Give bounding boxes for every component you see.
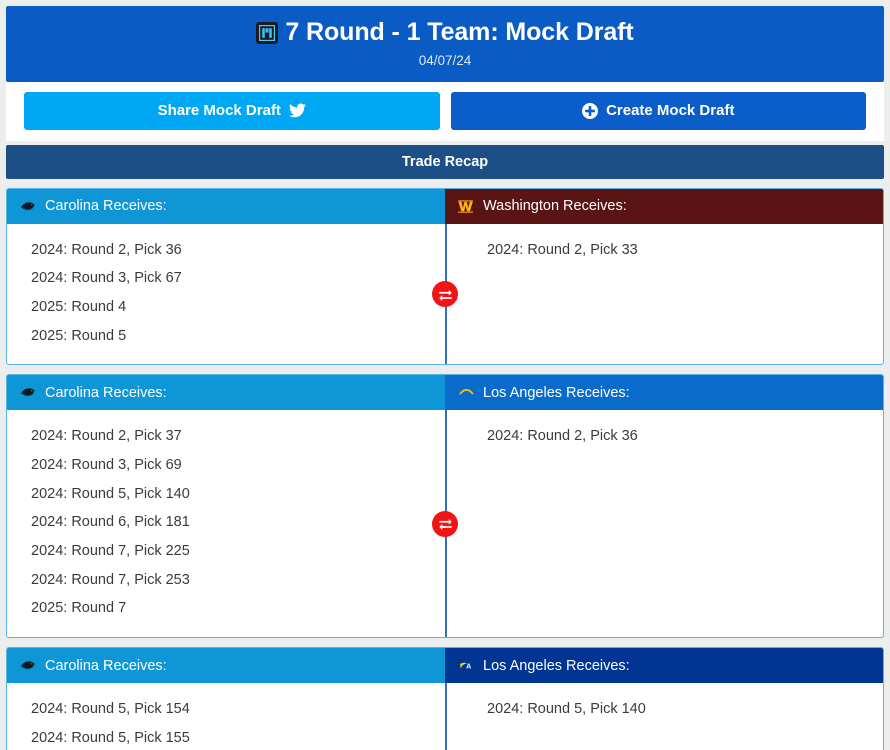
trade-team-header-right: A Los Angeles Receives: xyxy=(445,648,883,684)
trade-team-label: Los Angeles Receives: xyxy=(483,657,630,674)
commanders-w-logo-icon xyxy=(457,197,476,216)
pick-item: 2024: Round 5, Pick 140 xyxy=(487,701,646,718)
trade-card-body: 2024: Round 2, Pick 36 2024: Round 3, Pic… xyxy=(7,223,883,365)
trade-card: Carolina Receives: Los Angeles Receives: 2… xyxy=(6,374,884,639)
trade-team-header-right: Washington Receives: xyxy=(445,188,883,224)
trade-card-header: Carolina Receives: Los Angeles Receives: xyxy=(7,375,883,411)
pick-item: 2024: Round 5, Pick 155 xyxy=(31,729,190,746)
trade-card-header: Carolina Receives: A Los Angeles Receives: xyxy=(7,648,883,684)
panthers-logo-icon xyxy=(19,197,38,216)
share-mock-draft-button[interactable]: Share Mock Draft xyxy=(24,91,440,130)
pick-item: 2024: Round 2, Pick 33 xyxy=(487,241,638,258)
exchange-arrows-icon xyxy=(438,516,453,531)
pick-item: 2024: Round 2, Pick 36 xyxy=(487,428,638,445)
trade-team-header-right: Los Angeles Receives: xyxy=(445,375,883,411)
chargers-bolt-logo-icon xyxy=(457,383,476,402)
trade-card-body: 2024: Round 2, Pick 37 2024: Round 3, Pic… xyxy=(7,410,883,638)
trade-card: Carolina Receives: A Los Angeles Receives:… xyxy=(6,647,884,750)
pick-item: 2024: Round 2, Pick 37 xyxy=(31,428,182,445)
trade-swap-badge xyxy=(432,281,458,308)
section-header-trade-recap: Trade Recap xyxy=(6,144,884,179)
trade-picks-column-right: 2024: Round 5, Pick 140 xyxy=(445,683,883,750)
trade-team-label: Washington Receives: xyxy=(483,198,627,215)
twitter-bird-icon xyxy=(288,103,306,118)
create-mock-draft-button[interactable]: Create Mock Draft xyxy=(450,91,866,130)
pick-item: 2024: Round 3, Pick 67 xyxy=(31,270,182,287)
trade-team-label: Carolina Receives: xyxy=(45,384,167,401)
panthers-logo-icon xyxy=(19,656,38,675)
create-button-label: Create Mock Draft xyxy=(606,102,735,120)
page-header: 7 Round - 1 Team: Mock Draft 04/07/24 xyxy=(6,6,884,82)
pick-item: 2025: Round 5 xyxy=(31,327,127,344)
trade-list: Carolina Receives: Washington Receives: 20… xyxy=(6,187,884,750)
action-bar: Share Mock Draft Create Mock Draft xyxy=(6,81,884,141)
trade-picks-column-left: 2024: Round 2, Pick 36 2024: Round 3, Pic… xyxy=(7,224,445,365)
exchange-arrows-icon xyxy=(438,287,453,302)
trade-picks-column-right: 2024: Round 2, Pick 36 xyxy=(445,410,883,638)
mockdraft-app-icon xyxy=(256,22,279,45)
pick-item: 2025: Round 7 xyxy=(31,600,127,617)
plus-circle-icon xyxy=(582,102,599,119)
panthers-logo-icon xyxy=(19,383,38,402)
pick-item: 2024: Round 7, Pick 225 xyxy=(31,543,190,560)
pick-item: 2024: Round 5, Pick 154 xyxy=(31,701,190,718)
pick-item: 2024: Round 3, Pick 69 xyxy=(31,457,182,474)
trade-swap-badge xyxy=(432,510,458,537)
trade-card-header: Carolina Receives: Washington Receives: xyxy=(7,188,883,224)
trade-team-label: Carolina Receives: xyxy=(45,657,167,674)
trade-team-label: Los Angeles Receives: xyxy=(483,384,630,401)
trade-picks-column-left: 2024: Round 5, Pick 154 2024: Round 5, Pi… xyxy=(7,683,445,750)
page-date: 04/07/24 xyxy=(418,52,472,68)
pick-item: 2024: Round 5, Pick 140 xyxy=(31,485,190,502)
svg-text:A: A xyxy=(466,663,471,671)
trade-team-header-left: Carolina Receives: xyxy=(7,188,445,224)
page-title-text: 7 Round - 1 Team: Mock Draft xyxy=(285,18,634,46)
trade-card-body: 2024: Round 5, Pick 154 2024: Round 5, Pi… xyxy=(7,683,883,750)
trade-card: Carolina Receives: Washington Receives: 20… xyxy=(6,187,884,366)
pick-item: 2024: Round 2, Pick 36 xyxy=(31,241,182,258)
trade-team-header-left: Carolina Receives: xyxy=(7,648,445,684)
pick-item: 2024: Round 7, Pick 253 xyxy=(31,571,190,588)
trade-team-header-left: Carolina Receives: xyxy=(7,375,445,411)
trade-picks-column-right: 2024: Round 2, Pick 33 xyxy=(445,223,883,365)
share-button-label: Share Mock Draft xyxy=(157,102,281,120)
page-title: 7 Round - 1 Team: Mock Draft xyxy=(16,18,874,47)
trade-picks-column-left: 2024: Round 2, Pick 37 2024: Round 3, Pic… xyxy=(7,410,445,637)
pick-item: 2025: Round 4 xyxy=(31,299,127,316)
pick-item: 2024: Round 6, Pick 181 xyxy=(31,514,190,531)
trade-team-label: Carolina Receives: xyxy=(45,198,167,215)
rams-la-logo-icon: A xyxy=(457,656,476,675)
